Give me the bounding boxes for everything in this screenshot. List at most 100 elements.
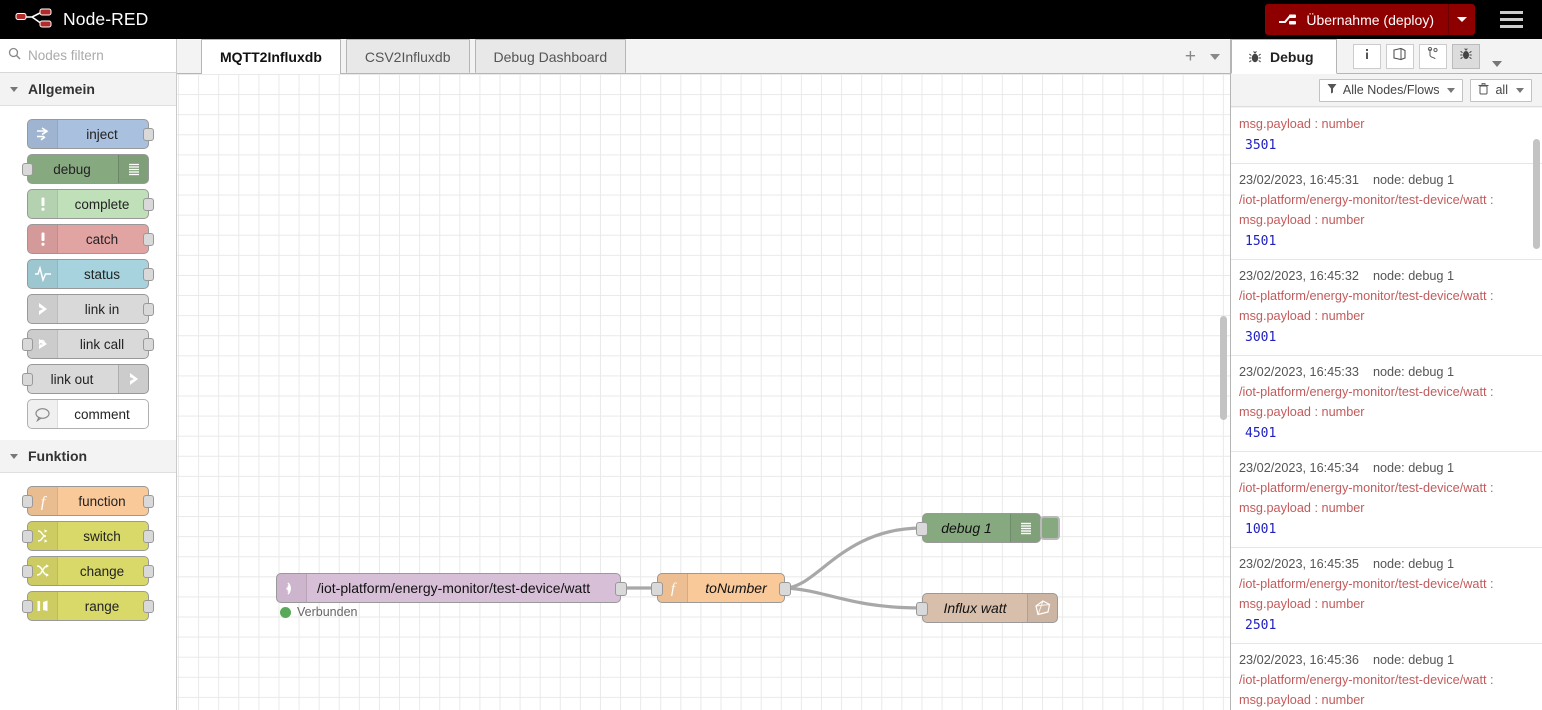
- palette-search-bar[interactable]: [0, 39, 176, 73]
- flow-node-influx[interactable]: Influx watt: [916, 593, 1058, 623]
- node-input-port[interactable]: [22, 565, 33, 578]
- palette-node-link-in[interactable]: link in: [27, 294, 154, 324]
- debug-vertical-scrollbar[interactable]: [1533, 139, 1540, 249]
- palette-node-catch[interactable]: catch: [27, 224, 154, 254]
- palette-category-allgemein[interactable]: Allgemein: [0, 73, 176, 106]
- node-output-port[interactable]: [143, 338, 154, 351]
- node-input-port[interactable]: [916, 522, 928, 536]
- debug-value: 4501: [1245, 426, 1277, 441]
- palette-search-input[interactable]: [28, 48, 168, 63]
- palette-node-change[interactable]: change: [22, 556, 154, 586]
- palette-node-label: debug: [53, 161, 91, 177]
- node-input-port[interactable]: [22, 163, 33, 176]
- node-output-port[interactable]: [143, 530, 154, 543]
- palette-node-inject[interactable]: inject: [27, 119, 154, 149]
- debug-source-node: node: debug 1: [1372, 557, 1455, 571]
- palette-node-label: catch: [85, 231, 119, 247]
- canvas-vertical-scrollbar[interactable]: [1220, 316, 1227, 420]
- palette-node-label: change: [79, 563, 125, 579]
- node-palette: Allgemein inject debug complete catch status l…: [0, 39, 177, 710]
- debug-property: msg.payload : number: [1239, 693, 1365, 707]
- node-input-port[interactable]: [22, 600, 33, 613]
- deploy-label: Übernahme (deploy): [1306, 11, 1434, 28]
- palette-node-debug[interactable]: debug: [22, 154, 149, 184]
- node-output-port[interactable]: [143, 128, 154, 141]
- node-output-port[interactable]: [143, 268, 154, 281]
- palette-node-complete[interactable]: complete: [27, 189, 154, 219]
- debug-clear-button[interactable]: all: [1470, 78, 1532, 102]
- flow-tab-debug-dashboard[interactable]: Debug Dashboard: [474, 39, 627, 73]
- node-output-port[interactable]: [143, 233, 154, 246]
- node-output-port[interactable]: [143, 198, 154, 211]
- main-menu-button[interactable]: [1488, 11, 1534, 28]
- palette-node-range[interactable]: range: [22, 591, 154, 621]
- sidebar-button-info[interactable]: [1352, 44, 1381, 69]
- flow-canvas[interactable]: /iot-platform/energy-monitor/test-device…: [177, 74, 1230, 710]
- debug-enable-toggle[interactable]: [1040, 516, 1060, 540]
- svg-text:f: f: [40, 494, 47, 510]
- flow-node-debug[interactable]: debug 1: [916, 513, 1060, 543]
- add-flow-icon[interactable]: +: [1184, 46, 1196, 67]
- sidebar-button-debug[interactable]: [1451, 44, 1480, 69]
- palette-node-label: inject: [86, 126, 118, 142]
- node-output-port[interactable]: [615, 582, 627, 596]
- palette-node-status[interactable]: status: [27, 259, 154, 289]
- palette-node-label: range: [84, 598, 120, 614]
- node-input-port[interactable]: [22, 338, 33, 351]
- status-dot-icon: [280, 606, 291, 618]
- debug-timestamp: 23/02/2023, 16:45:31: [1239, 173, 1359, 187]
- deploy-button[interactable]: Übernahme (deploy): [1265, 4, 1448, 35]
- debug-source-node: node: debug 1: [1372, 461, 1455, 475]
- node-output-port[interactable]: [143, 565, 154, 578]
- node-output-port[interactable]: [779, 582, 791, 596]
- caret-down-icon: [1516, 87, 1524, 93]
- deploy-dropdown-button[interactable]: [1448, 4, 1475, 35]
- node-input-port[interactable]: [22, 495, 33, 508]
- palette-node-link-out[interactable]: link out: [22, 364, 149, 394]
- node-input-port[interactable]: [916, 602, 928, 616]
- flow-tab-mqtt2influxdb[interactable]: MQTT2Influxdb: [201, 39, 341, 74]
- flow-tab-csv2influxdb[interactable]: CSV2Influxdb: [345, 39, 470, 73]
- debug-toolbar: Alle Nodes/Flows all: [1231, 74, 1542, 107]
- palette-node-switch[interactable]: switch: [22, 521, 154, 551]
- tab-debug[interactable]: Debug: [1231, 39, 1337, 74]
- node-input-port[interactable]: [22, 373, 33, 386]
- node-input-port[interactable]: [22, 530, 33, 543]
- palette-node-link-call[interactable]: link call: [22, 329, 154, 359]
- node-output-port[interactable]: [143, 495, 154, 508]
- flow-node-label: toNumber: [705, 580, 767, 596]
- palette-node-comment[interactable]: comment: [27, 399, 149, 429]
- brand-logo: Node-RED: [0, 8, 148, 32]
- debug-source-node: node: debug 1: [1372, 365, 1455, 379]
- palette-category-funktion[interactable]: Funktion: [0, 440, 176, 473]
- sidebar-button-config-nodes[interactable]: [1418, 44, 1447, 69]
- debug-property: msg.payload : number: [1239, 597, 1365, 611]
- node-input-port[interactable]: [651, 582, 663, 596]
- flow-node-function[interactable]: f toNumber: [651, 573, 791, 603]
- node-output-port[interactable]: [143, 303, 154, 316]
- flow-node-mqtt-in[interactable]: /iot-platform/energy-monitor/test-device…: [276, 573, 627, 603]
- node-output-port[interactable]: [143, 600, 154, 613]
- flow-list-caret-icon[interactable]: [1210, 53, 1220, 60]
- flow-tab-label: MQTT2Influxdb: [220, 49, 322, 65]
- debug-topic: /iot-platform/energy-monitor/test-device…: [1239, 385, 1494, 399]
- sidebar-button-library[interactable]: [1385, 44, 1414, 69]
- debug-filter-button[interactable]: Alle Nodes/Flows: [1318, 78, 1464, 102]
- inject-arrow-icon: [28, 120, 58, 148]
- sidebar-more-tabs-icon[interactable]: [1491, 61, 1502, 67]
- hamburger-menu-icon: [1499, 25, 1523, 28]
- sidebar-tab-label: Debug: [1270, 48, 1314, 65]
